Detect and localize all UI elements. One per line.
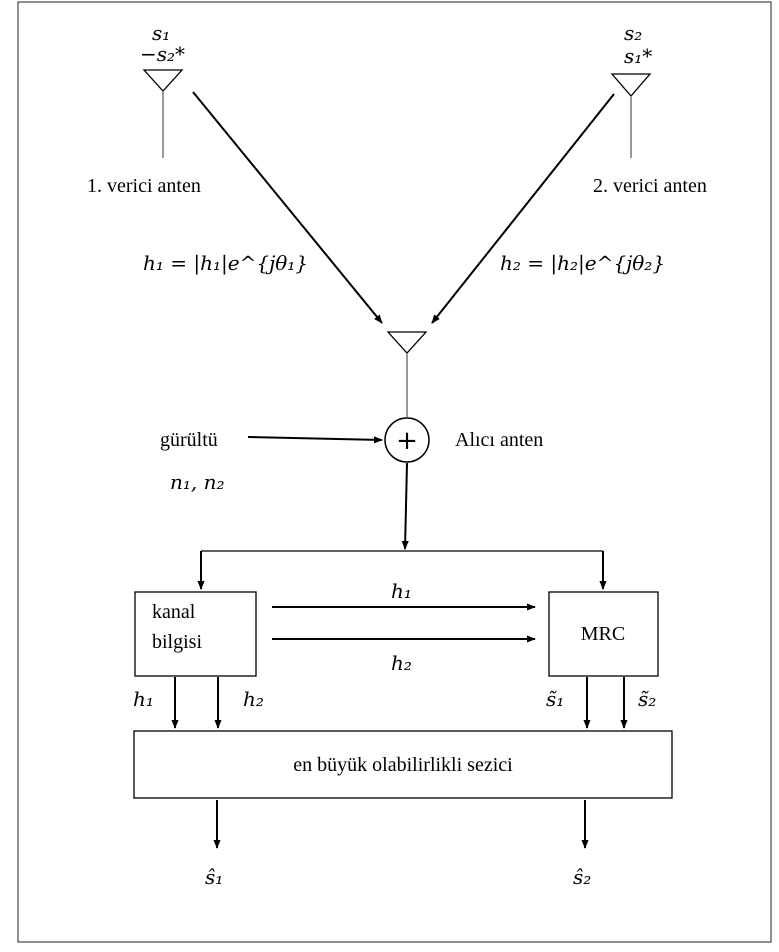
receiver-label: Alıcı anten xyxy=(455,429,543,451)
tx1-top-symbol: s₁ xyxy=(152,21,170,45)
channel-info-line2: bilgisi xyxy=(152,631,202,653)
detector-input-h2-label: h₂ xyxy=(243,687,264,711)
channel1-arrow xyxy=(192,91,383,324)
tx-antenna-2: s₂ s₁* 2. verici anten xyxy=(593,21,707,197)
rx-antenna xyxy=(386,331,428,417)
tx2-top-symbol: s₂ xyxy=(624,21,642,45)
h1-arrow-label: h₁ xyxy=(391,579,412,603)
adder-circle xyxy=(384,417,430,463)
channel-info-line1: kanal xyxy=(152,601,196,623)
tx1-antenna-icon xyxy=(142,69,184,92)
noise-label: gürültü xyxy=(160,429,218,451)
diagram-frame xyxy=(17,1,772,943)
rx-antenna-icon xyxy=(386,331,428,354)
detector-input-h1-label: h₁ xyxy=(133,687,154,711)
channel2-label: h₂ = |h₂|e^{jθ₂} xyxy=(500,251,665,276)
noise-symbols: n₁, n₂ xyxy=(170,470,225,494)
detector-input-s2-label: s̃₂ xyxy=(638,687,656,711)
ml-detector-box xyxy=(133,730,673,799)
h2-arrow-label: h₂ xyxy=(391,651,412,675)
output-s1-label: ŝ₁ xyxy=(205,865,223,889)
channel2-arrow xyxy=(431,93,615,324)
output-s2-label: ŝ₂ xyxy=(573,865,591,889)
adder-plus-icon: + xyxy=(396,426,418,456)
tx-antenna-1: s₁ −s₂* 1. verici anten xyxy=(87,21,201,197)
tx1-label: 1. verici anten xyxy=(87,175,201,197)
adder-output-arrow xyxy=(401,462,409,550)
noise-arrow xyxy=(247,436,383,444)
channel1-label: h₁ = |h₁|e^{jθ₁} xyxy=(143,251,308,276)
ml-detector-label: en büyük olabilirlikli sezici xyxy=(293,754,513,776)
detector-input-s1-label: s̃₁ xyxy=(546,687,564,711)
tx2-label: 2. verici anten xyxy=(593,175,707,197)
tx1-bottom-symbol: −s₂* xyxy=(140,42,185,66)
tx2-bottom-symbol: s₁* xyxy=(624,44,652,68)
tx2-antenna-icon xyxy=(610,73,652,97)
channel-info-box xyxy=(134,591,257,677)
mrc-label: MRC xyxy=(581,623,625,645)
mrc-box xyxy=(548,591,659,677)
